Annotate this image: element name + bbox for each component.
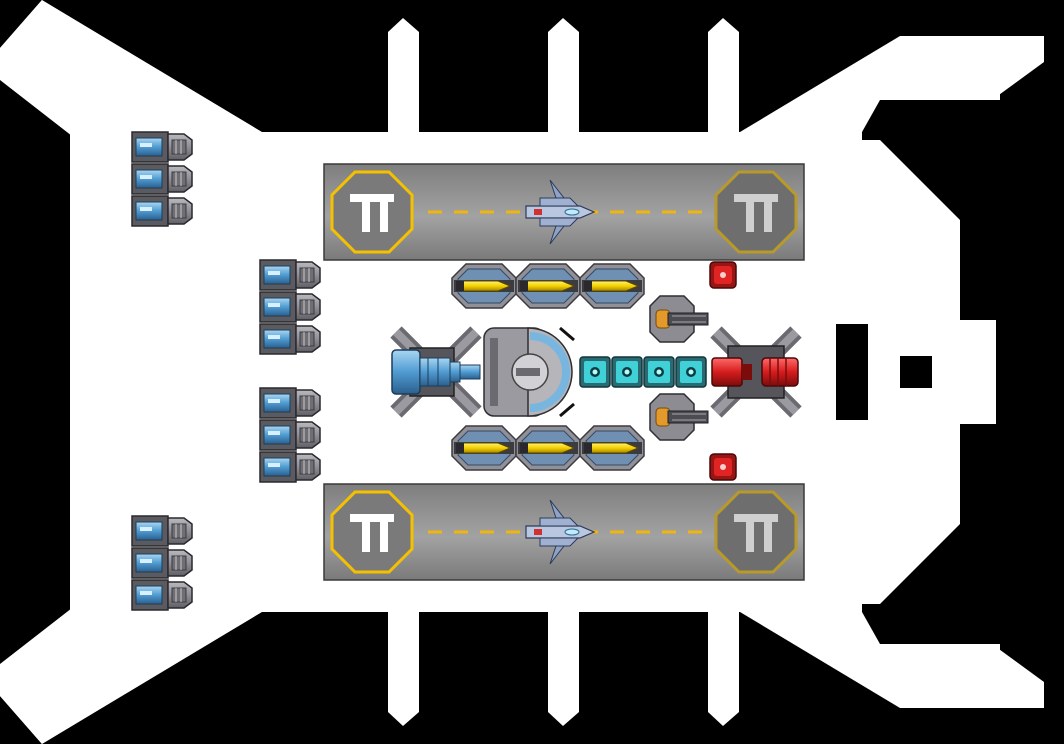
engine-pod-icon[interactable] bbox=[259, 451, 321, 483]
landing-pad-icon bbox=[714, 170, 798, 254]
engine-pod-icon[interactable] bbox=[259, 387, 321, 419]
missile-launcher-icon[interactable] bbox=[515, 425, 581, 471]
engine-pod-icon[interactable] bbox=[259, 259, 321, 291]
landing-pad-icon bbox=[714, 490, 798, 574]
power-cell-icon[interactable] bbox=[579, 356, 611, 388]
engine-pod-icon[interactable] bbox=[131, 131, 193, 163]
power-cell-icon[interactable] bbox=[675, 356, 707, 388]
shield-generator-icon[interactable] bbox=[483, 326, 575, 418]
missile-launcher-icon[interactable] bbox=[451, 425, 517, 471]
landing-pad-icon bbox=[330, 490, 414, 574]
engine-pod-icon[interactable] bbox=[259, 323, 321, 355]
engine-pod-icon[interactable] bbox=[131, 579, 193, 611]
hull-vent-square bbox=[900, 356, 932, 388]
engine-pod-icon[interactable] bbox=[131, 195, 193, 227]
warning-light-icon[interactable] bbox=[709, 261, 737, 289]
landing-pad-icon bbox=[330, 170, 414, 254]
power-cell-icon[interactable] bbox=[643, 356, 675, 388]
missile-launcher-icon[interactable] bbox=[579, 425, 645, 471]
engine-pod-icon[interactable] bbox=[259, 291, 321, 323]
flight-deck-bottom bbox=[323, 483, 805, 581]
warning-light-icon[interactable] bbox=[709, 453, 737, 481]
missile-launcher-icon[interactable] bbox=[451, 263, 517, 309]
engine-pod-icon[interactable] bbox=[259, 419, 321, 451]
engine-pod-icon[interactable] bbox=[131, 515, 193, 547]
engine-pod-icon[interactable] bbox=[131, 163, 193, 195]
reactor-core-icon[interactable] bbox=[390, 326, 482, 418]
missile-launcher-icon[interactable] bbox=[515, 263, 581, 309]
thruster-icon[interactable] bbox=[710, 326, 802, 418]
engine-pod-icon[interactable] bbox=[131, 547, 193, 579]
flight-deck-top bbox=[323, 163, 805, 261]
power-cell-icon[interactable] bbox=[611, 356, 643, 388]
missile-launcher-icon[interactable] bbox=[579, 263, 645, 309]
hull-vent-slot bbox=[836, 324, 868, 420]
